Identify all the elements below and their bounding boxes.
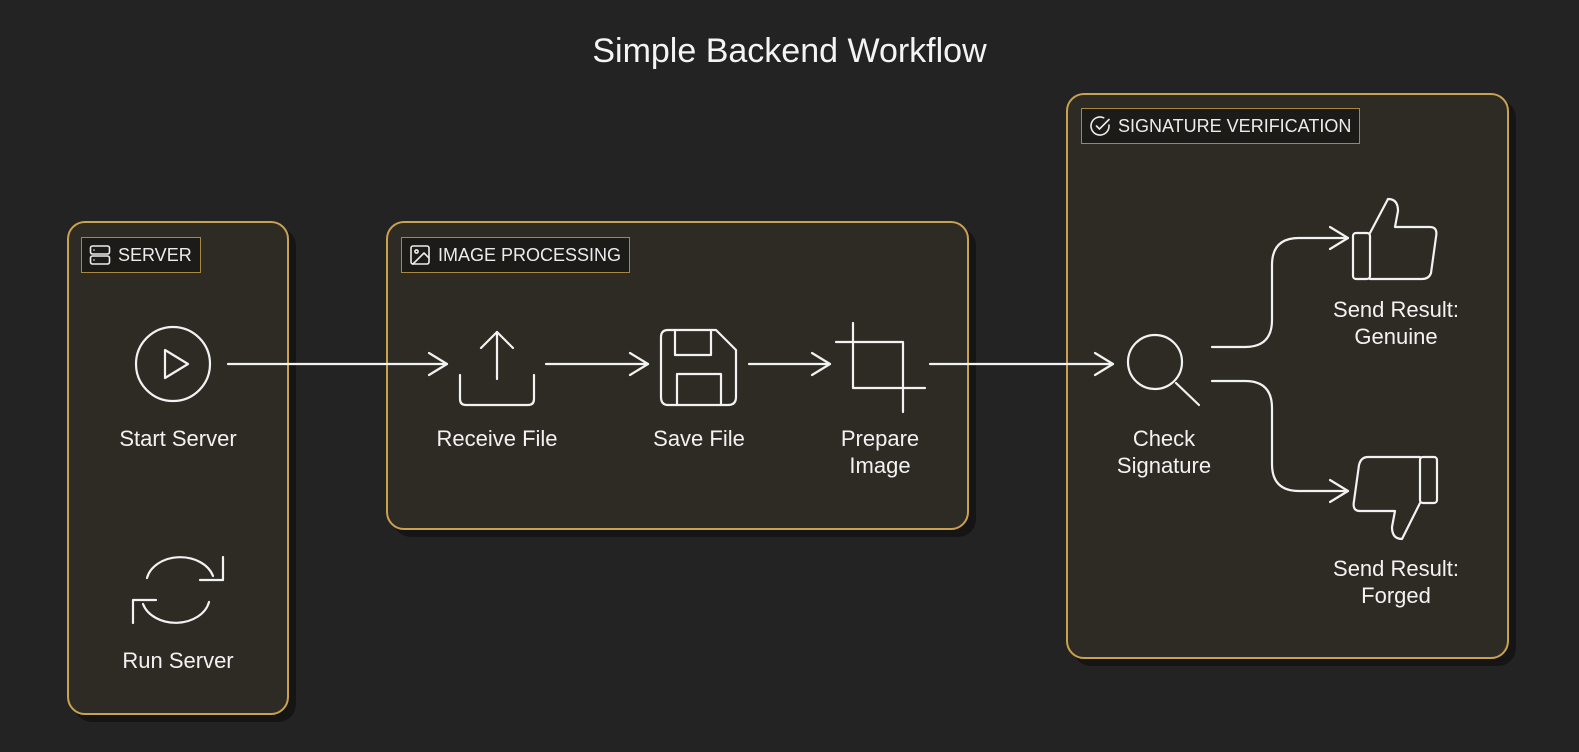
prepare-image-label: Prepare Image [840,426,920,478]
start-server-label: Start Server [119,426,237,451]
signature-verification-group-label: SIGNATURE VERIFICATION [1118,115,1352,136]
save-icon [659,328,738,407]
edge-start-to-receive [226,351,449,377]
server-icon [89,245,111,265]
server-group-tag: SERVER [81,237,201,273]
signature-verification-group-tag: SIGNATURE VERIFICATION [1081,108,1361,144]
edge-check-to-forged [1210,379,1350,504]
save-file-label: Save File [653,426,745,451]
diagram-title: Simple Backend Workflow [592,32,987,70]
edge-check-to-genuine [1210,225,1350,349]
send-genuine-label: Send Result: Genuine [1333,297,1459,349]
thumbs-up-icon [1351,197,1438,281]
thumbs-down-icon [1352,455,1439,541]
edge-prepare-to-check [928,351,1115,377]
send-forged-label: Send Result: Forged [1333,556,1459,608]
check-signature-label: Check Signature [1116,426,1212,478]
crop-icon [834,321,927,414]
edge-save-to-prepare [747,351,832,377]
check-circle-icon [1090,116,1110,136]
image-processing-group-tag: IMAGE PROCESSING [401,237,631,273]
image-icon [410,245,430,265]
run-server-label: Run Server [122,648,234,673]
receive-file-label: Receive File [436,426,558,451]
server-group-label: SERVER [118,244,192,265]
upload-icon [458,330,536,407]
server-group [67,221,289,715]
edge-receive-to-save [544,351,650,377]
search-icon [1126,333,1201,407]
signature-verification-group [1066,93,1509,659]
image-processing-group-label: IMAGE PROCESSING [438,244,622,265]
refresh-icon [131,555,225,625]
play-circle-icon [134,325,212,403]
